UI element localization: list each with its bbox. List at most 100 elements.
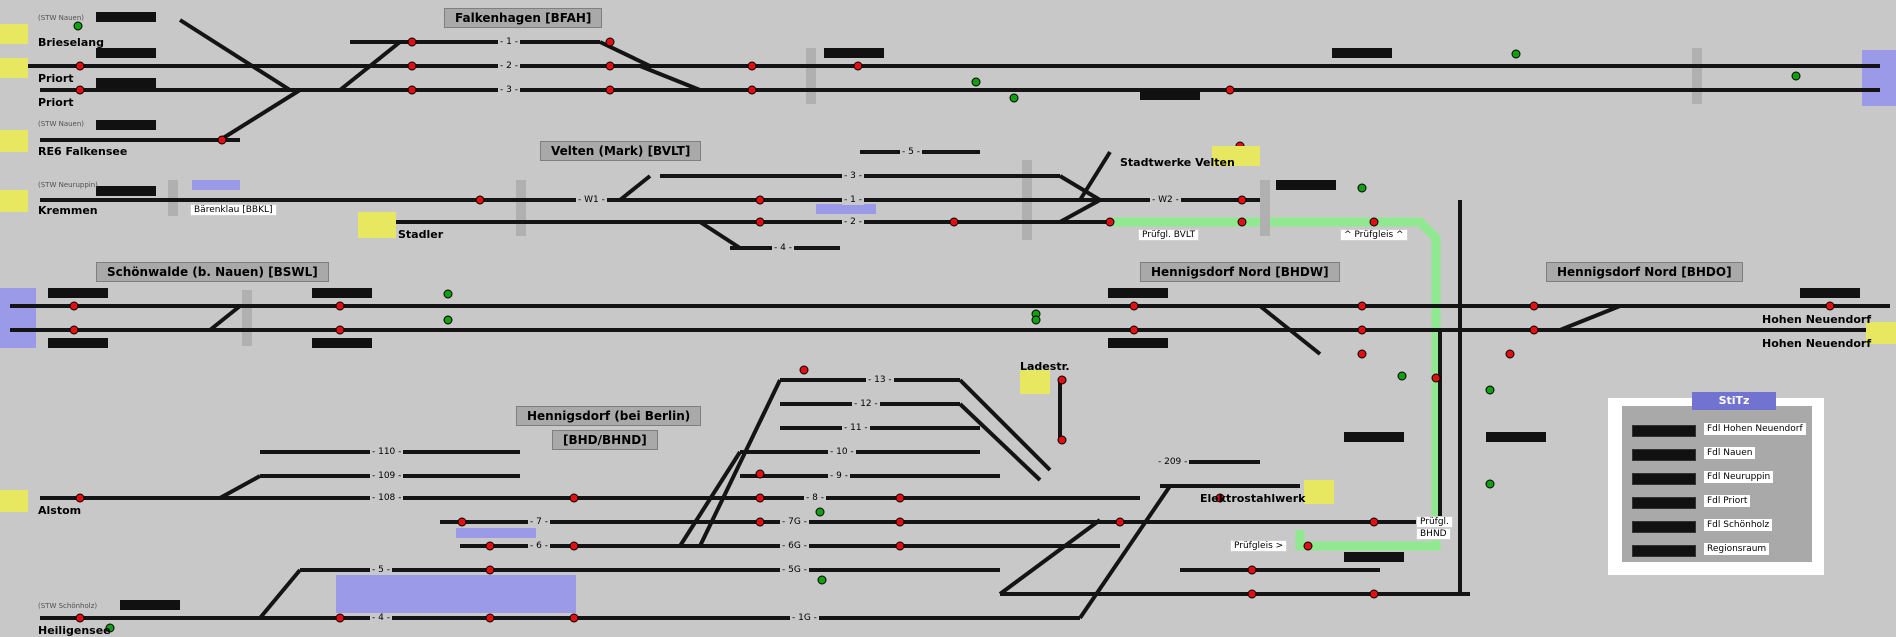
interlocking-title: Schönwalde (b. Nauen) [BSWL] — [96, 262, 329, 282]
track-number: - 7G - — [780, 517, 809, 527]
signal-red — [217, 135, 227, 145]
legend-label: Fdl Priort — [1704, 495, 1751, 507]
signal-red — [1357, 301, 1367, 311]
station-name: Heiligensee — [38, 624, 111, 637]
signal-green — [443, 289, 453, 299]
signal-block — [96, 120, 156, 130]
signal-block — [1140, 90, 1200, 100]
legend-label: Regionsraum — [1704, 543, 1770, 555]
signal-red — [1303, 541, 1313, 551]
track-number: - 8 - — [804, 493, 826, 503]
signal-red — [755, 517, 765, 527]
legend-row-regionsraum[interactable]: Regionsraum — [1632, 542, 1808, 558]
interlocking-title: Hennigsdorf Nord [BHDW] — [1140, 262, 1340, 282]
signal-block — [1800, 288, 1860, 298]
station-name: Stadler — [398, 228, 444, 241]
signal-block — [96, 78, 156, 88]
station-marker — [0, 490, 28, 512]
signal-block — [48, 338, 108, 348]
signal-block — [96, 48, 156, 58]
legend-label: Fdl Nauen — [1704, 447, 1756, 459]
signal-red — [853, 61, 863, 71]
signal-red — [75, 613, 85, 623]
legend-row-schoenholz[interactable]: Fdl Schönholz — [1632, 518, 1808, 534]
occupied-block — [816, 204, 876, 214]
track-number: - 5G - — [780, 565, 809, 575]
test-track-tag: ^ Prüfgleis ^ — [1340, 229, 1408, 241]
signal-red — [1357, 349, 1367, 359]
track-number: - 1 - — [498, 37, 520, 47]
set-route — [1112, 217, 1441, 551]
dispatch-note: (STW Nauen) — [38, 14, 85, 22]
signal-red — [755, 469, 765, 479]
station-name: Hohen Neuendorf — [1762, 313, 1872, 326]
signal-red — [457, 517, 467, 527]
signal-red — [949, 217, 959, 227]
signal-green — [815, 507, 825, 517]
legend-swatch — [1632, 497, 1696, 509]
legend-swatch — [1632, 521, 1696, 533]
occupied-block — [456, 528, 536, 538]
station-marker — [1304, 480, 1334, 504]
signal-red — [1129, 301, 1139, 311]
station-name: Kremmen — [38, 204, 98, 217]
signal-block — [1344, 552, 1404, 562]
signal-green — [1397, 371, 1407, 381]
signal-red — [485, 565, 495, 575]
signal-block — [120, 600, 180, 610]
signal-red — [569, 493, 579, 503]
station-marker — [0, 130, 28, 152]
track-number: - W1 - — [576, 195, 607, 205]
legend-row-priort[interactable]: Fdl Priort — [1632, 494, 1808, 510]
signal-red — [755, 493, 765, 503]
signal-green — [443, 315, 453, 325]
section-divider — [806, 48, 816, 104]
signal-red — [1057, 435, 1067, 445]
signal-red — [1529, 301, 1539, 311]
signal-green — [1357, 183, 1367, 193]
station-name: Priort — [38, 72, 74, 85]
station-name: Stadtwerke Velten — [1120, 156, 1235, 169]
station-name: Hohen Neuendorf — [1762, 337, 1872, 350]
station-marker — [0, 58, 28, 78]
signal-block — [1108, 288, 1168, 298]
signal-red — [475, 195, 485, 205]
dispatch-note: (STW Nauen) — [38, 120, 85, 128]
signal-green — [105, 623, 115, 633]
track-number: - 2 - — [498, 61, 520, 71]
signal-red — [569, 613, 579, 623]
legend-swatch — [1632, 425, 1696, 437]
track-number: - 4 - — [772, 243, 794, 253]
legend-row-neuruppin[interactable]: Fdl Neuruppin — [1632, 470, 1808, 486]
station-name: Alstom — [38, 504, 82, 517]
station-marker — [0, 24, 28, 44]
signal-block — [1486, 432, 1546, 442]
signal-red — [1369, 517, 1379, 527]
legend-row-nauen[interactable]: Fdl Nauen — [1632, 446, 1808, 462]
signal-block — [96, 12, 156, 22]
occupied-block — [0, 288, 36, 348]
track-number: - 6G - — [780, 541, 809, 551]
station-marker — [1866, 322, 1896, 344]
track-number: - 1G - — [790, 613, 819, 623]
legend-row-hohen-neuendorf[interactable]: Fdl Hohen Neuendorf — [1632, 422, 1808, 438]
signal-red — [69, 301, 79, 311]
signal-red — [1247, 565, 1257, 575]
signal-block — [1108, 338, 1168, 348]
signal-green — [817, 575, 827, 585]
legend-panel: Fdl Hohen Neuendorf Fdl Nauen Fdl Neurup… — [1608, 398, 1824, 575]
station-marker — [1212, 146, 1260, 166]
legend-title: StiTz — [1692, 392, 1776, 410]
signal-block — [824, 48, 884, 58]
track-number: - 1 - — [842, 195, 864, 205]
signal-red — [755, 217, 765, 227]
track-number: - 2 - — [842, 217, 864, 227]
signal-red — [407, 61, 417, 71]
signal-red — [1825, 301, 1835, 311]
signal-block — [312, 338, 372, 348]
signal-red — [605, 37, 615, 47]
test-track-tag: Prüfgl. BVLT — [1138, 229, 1200, 241]
station-name: Elektrostahlwerk — [1200, 492, 1306, 505]
track-number: - 10 - — [828, 447, 856, 457]
signal-block — [1276, 180, 1336, 190]
